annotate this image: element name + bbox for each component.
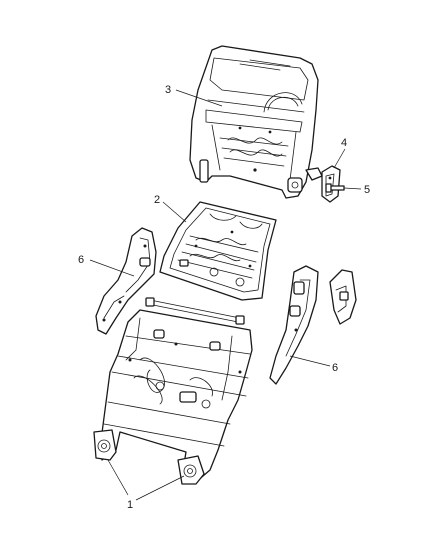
leader-line-4: [333, 148, 346, 169]
callout-1: 1: [127, 499, 133, 511]
leader-line-3: [175, 89, 223, 107]
seat-adjuster-track: [93, 297, 253, 485]
screw: [325, 183, 345, 193]
callout-5: 5: [364, 184, 370, 196]
leader-line-6-left: [89, 259, 135, 277]
leader-line-6-right: [289, 355, 331, 367]
callout-3: 3: [165, 84, 171, 96]
leader-line-2: [162, 201, 187, 223]
callout-labels: 3 2 4 5 6 6 1: [78, 84, 370, 511]
seat-back-frame: [189, 45, 323, 199]
callout-6-left: 6: [78, 254, 84, 266]
outer-side-shield: [269, 265, 357, 385]
leader-line-5: [343, 187, 362, 190]
leader-line-1b: [135, 475, 185, 501]
callout-6-right: 6: [332, 362, 338, 374]
seat-cushion-pan: [159, 201, 277, 301]
leader-lines: [89, 89, 362, 501]
callout-2: 2: [154, 194, 160, 206]
inner-side-shield: [95, 227, 157, 335]
callout-4: 4: [341, 137, 347, 149]
leader-line-1a: [107, 459, 129, 496]
